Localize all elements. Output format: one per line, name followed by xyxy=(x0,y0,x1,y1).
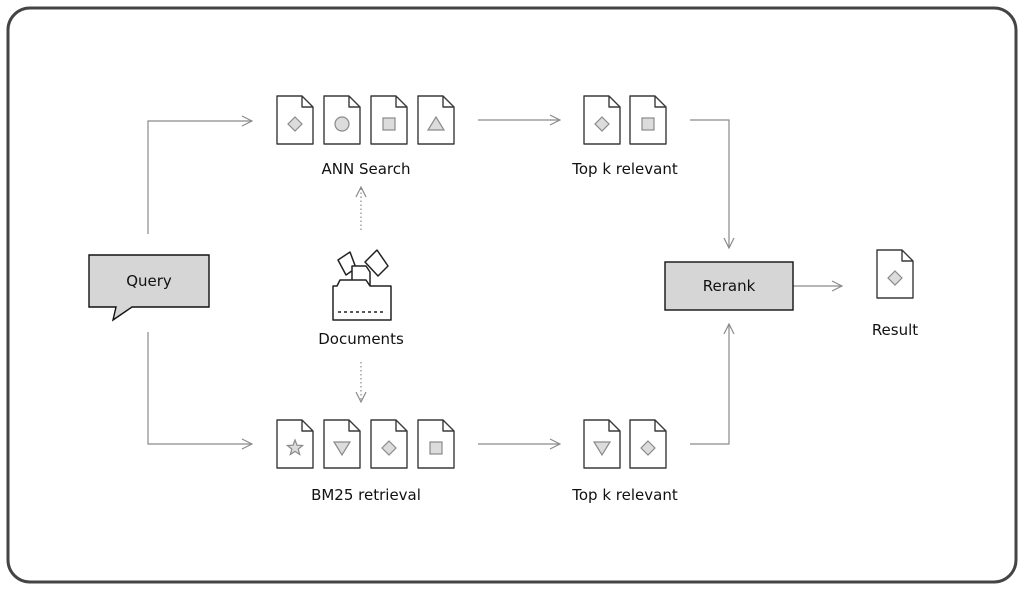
connectors xyxy=(147,119,842,445)
query-to-ann-arrow xyxy=(147,121,252,234)
square-icon xyxy=(382,117,396,131)
diamond-icon xyxy=(287,116,303,132)
bm25-retrieval-documents xyxy=(276,419,455,469)
query-label: Query xyxy=(126,272,172,290)
rerank-node: Rerank xyxy=(664,261,794,311)
topk-bm25-label: Top k relevant xyxy=(571,486,678,504)
ann-search-documents xyxy=(276,95,455,145)
documents-node: Documents xyxy=(318,249,404,348)
ann-search-label: ANN Search xyxy=(321,160,410,178)
document-icon xyxy=(876,249,914,299)
folder-documents-icon xyxy=(332,249,392,321)
diagram-frame xyxy=(6,6,1018,584)
diamond-icon xyxy=(594,116,610,132)
square-icon xyxy=(641,117,655,131)
document-icon xyxy=(276,95,314,145)
result-document xyxy=(876,249,914,299)
triangle-icon xyxy=(426,115,446,131)
topk-ann-documents xyxy=(583,95,667,145)
circle-icon xyxy=(334,116,350,132)
document-icon xyxy=(323,95,361,145)
document-icon xyxy=(276,419,314,469)
document-icon xyxy=(323,419,361,469)
document-icon xyxy=(583,95,621,145)
bm25-retrieval-label: BM25 retrieval xyxy=(311,486,421,504)
square-icon xyxy=(429,441,443,455)
diamond-icon xyxy=(887,270,903,286)
query-to-bm25-arrow xyxy=(147,332,252,444)
diamond-icon xyxy=(640,440,656,456)
document-icon xyxy=(629,419,667,469)
document-icon xyxy=(417,95,455,145)
topk-bm25-to-rerank-arrow xyxy=(690,324,729,445)
rerank-box xyxy=(664,261,794,311)
document-icon xyxy=(629,95,667,145)
rerank-label: Rerank xyxy=(703,277,756,295)
document-icon xyxy=(370,95,408,145)
documents-label: Documents xyxy=(318,330,404,348)
topk-ann-to-rerank-arrow xyxy=(690,119,729,248)
triangle-down-icon xyxy=(332,441,352,457)
document-icon xyxy=(370,419,408,469)
document-icon xyxy=(583,419,621,469)
star-icon xyxy=(285,438,305,456)
diamond-icon xyxy=(381,440,397,456)
topk-bm25-documents xyxy=(583,419,667,469)
topk-ann-label: Top k relevant xyxy=(571,160,678,178)
triangle-down-icon xyxy=(592,441,612,457)
query-node: Query xyxy=(88,254,210,322)
query-box xyxy=(88,254,210,322)
result-label: Result xyxy=(872,321,918,339)
document-icon xyxy=(417,419,455,469)
